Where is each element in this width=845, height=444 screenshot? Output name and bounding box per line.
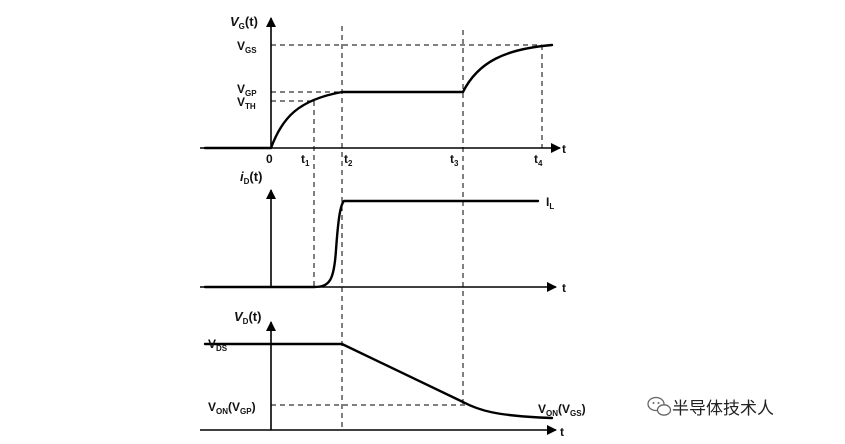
watermark: 半导体技术人: [647, 396, 774, 419]
time-label-t3: t3: [450, 152, 459, 168]
watermark-text: 半导体技术人: [672, 399, 774, 419]
vgs-level-label: VGS: [237, 39, 257, 55]
time-label-t4: t4: [534, 152, 543, 168]
time-label-0: 0: [266, 152, 273, 166]
id-axis-title: iD(t): [240, 169, 262, 186]
vg-axis-title: VG(t): [230, 14, 258, 31]
vth-level-label: VTH: [237, 95, 256, 111]
vds-level-label: VDS: [208, 337, 228, 353]
drain-current-panel: iD(t) IL t: [200, 169, 566, 295]
id-waveform: [203, 199, 540, 289]
vg-x-axis-label: t: [562, 142, 566, 156]
time-label-t1: t1: [301, 152, 310, 168]
von-vgs-level-label: VON(VGS): [538, 402, 586, 418]
id-x-axis-label: t: [562, 281, 566, 295]
load-current-label: IL: [546, 195, 554, 211]
vd-x-axis-label: t: [560, 425, 564, 439]
gate-voltage-panel: VG(t) VGS VGP VTH 0 t1 t2 t3 t4 t: [200, 14, 566, 430]
drain-voltage-panel: VD(t) VDS VON(VGP) VON(VGS) t: [200, 309, 586, 439]
wechat-icon: [647, 396, 672, 416]
time-label-t2: t2: [344, 152, 353, 168]
vd-waveform: [203, 342, 554, 420]
vgp-level-label: VGP: [237, 82, 257, 98]
von-vgp-level-label: VON(VGP): [208, 400, 256, 416]
vg-waveform: [203, 43, 554, 150]
vd-axis-title: VD(t): [234, 309, 261, 326]
